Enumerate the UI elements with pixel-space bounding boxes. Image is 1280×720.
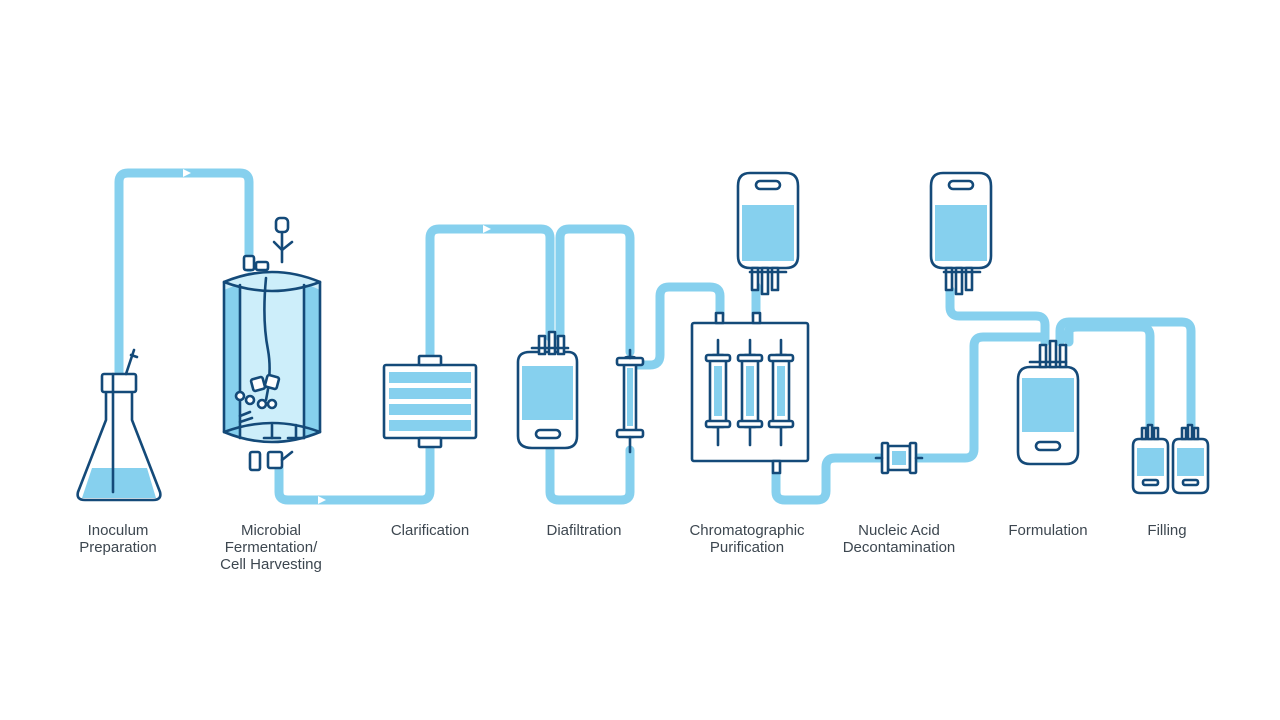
bioprocess-bag-icon bbox=[929, 171, 993, 296]
pipe-formulation-to-filling-2 bbox=[1064, 322, 1155, 433]
label-nucleic-acid-decontamination: Nucleic Acid Decontamination bbox=[842, 522, 956, 556]
column-2 bbox=[736, 338, 764, 447]
label-inoculum-preparation: Inoculum Preparation bbox=[79, 522, 157, 556]
filling-bottle-icon bbox=[1131, 423, 1170, 495]
bioprocess-bag-icon bbox=[516, 330, 579, 450]
inline-filter-icon bbox=[874, 441, 924, 475]
pipe-diafiltration-return bbox=[545, 443, 635, 505]
label-clarification: Clarification bbox=[390, 522, 470, 539]
erlenmeyer-flask-icon bbox=[76, 348, 162, 502]
clarification-filter-icon bbox=[382, 354, 478, 449]
column-3 bbox=[767, 338, 795, 447]
pipe-clarification-to-diafiltration bbox=[425, 224, 555, 367]
label-microbial-fermentation: Microbial Fermentation/ Cell Harvesting bbox=[220, 522, 322, 573]
label-diafiltration: Diafiltration bbox=[546, 522, 622, 539]
pipe-diafiltration-loop bbox=[555, 224, 635, 357]
pipe-decontamination-to-formulation bbox=[913, 332, 1046, 463]
filter-cartridge-icon bbox=[615, 348, 645, 454]
pipe-formulation-to-filling bbox=[1055, 317, 1196, 433]
pipe-buffer-to-formulation bbox=[945, 285, 1050, 347]
column-1 bbox=[704, 338, 732, 447]
bioprocess-bag-icon bbox=[1016, 339, 1080, 466]
pipe-fermenter-to-clarification bbox=[274, 437, 435, 505]
flow-arrow-3 bbox=[318, 496, 326, 504]
fermentation-tank-icon bbox=[222, 216, 322, 472]
pipe-diafiltration-to-chromatography bbox=[625, 282, 725, 370]
flow-arrow-2 bbox=[483, 225, 491, 233]
flow-arrow-1 bbox=[183, 169, 191, 177]
label-filling: Filling bbox=[1147, 522, 1187, 539]
bioprocess-bag-icon bbox=[736, 171, 800, 296]
label-formulation: Formulation bbox=[1008, 522, 1088, 539]
filling-bottle-icon bbox=[1171, 423, 1210, 495]
label-chromatographic-purification: Chromatographic Purification bbox=[689, 522, 805, 556]
transfer-tubing bbox=[114, 168, 1196, 505]
pipe-chromatography-to-decontamination bbox=[771, 453, 885, 505]
chromatography-columns-icon bbox=[690, 311, 810, 475]
